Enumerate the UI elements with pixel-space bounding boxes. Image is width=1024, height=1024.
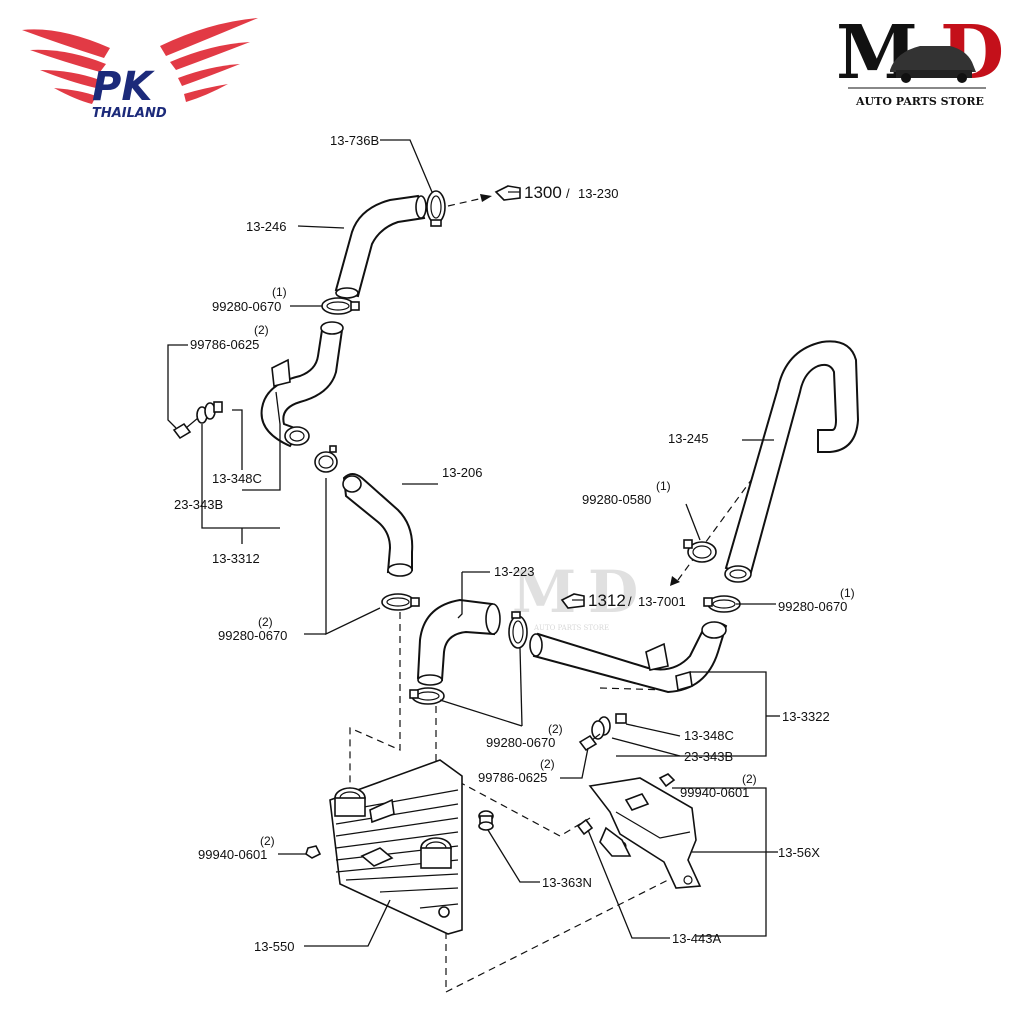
label-13-223: 13-223 [494,564,534,579]
clamp-99280-0670-lower-left [381,593,420,611]
grommet-13-363N [478,810,494,831]
brand-pk-text: PK [92,64,155,110]
md-auto-parts-logo: M D AUTO PARTS STORE [836,10,1004,108]
pk-thailand-logo: PK THAILAND [22,18,258,121]
reference-top-main: 1300 [524,183,562,202]
qty-99786-0625-b: (2) [540,757,555,771]
reference-top-sep: / [566,186,570,201]
md-logo-subtitle: AUTO PARTS STORE [855,95,984,108]
label-13-206: 13-206 [442,465,482,480]
washer-23-343B-left [196,402,216,424]
label-99280-0580: 99280-0580 [582,492,651,507]
reference-middle-main: 1312 [588,591,626,610]
qty-99280-0580: (1) [656,479,671,493]
nut-99940-0601-left [305,845,322,859]
clamp-99280-0670-right [703,595,741,613]
clamp-99280-0670-top [321,297,360,315]
qty-99280-0670-a: (1) [272,285,287,299]
collar-13-348C-right [615,713,627,724]
part-labels: 13-736B 13-246 (1) 99280-0670 (2) 99786-… [174,133,855,954]
clamp-99280-0670-center [508,611,528,649]
label-13-736B: 13-736B [330,133,379,148]
reference-top-sub: 13-230 [578,186,618,201]
reference-middle-sub: 13-7001 [638,594,686,609]
label-23-343B-b: 23-343B [684,749,733,764]
nut-99940-0601-right [658,773,676,788]
qty-99280-0670-d: (2) [548,722,563,736]
clamp-99280-0670-lower [409,687,445,705]
watermark-subtitle: AUTO PARTS STORE [533,624,609,632]
pipe-13-3312 [260,321,344,448]
washer-23-343B-right [591,716,611,740]
qty-99940-0601-b: (2) [260,834,275,848]
clamp-99280-0670-left [314,445,338,473]
hose-13-246 [334,194,427,299]
label-99280-0670-b: 99280-0670 [218,628,287,643]
leader-lines [167,139,780,947]
qty-99940-0601-a: (2) [742,772,757,786]
hose-13-223 [416,598,501,686]
qty-99280-0670-c: (1) [840,586,855,600]
label-23-343B-a: 23-343B [174,497,223,512]
label-99280-0670-a: 99280-0670 [212,299,281,314]
label-99940-0601-a: 99940-0601 [680,785,749,800]
pipe-13-3322 [529,621,728,694]
wings-icon [22,18,258,104]
bolt-99786-0625-left [172,417,199,440]
label-99786-0625-a: 99786-0625 [190,337,259,352]
clamp-99280-0580 [683,539,717,563]
label-13-3322: 13-3322 [782,709,830,724]
bracket-13-56X [588,777,702,889]
watermark-m: M [512,558,576,626]
collar-13-348C-left [213,401,223,413]
label-99786-0625-b: 99786-0625 [478,770,547,785]
qty-99786-0625-a: (2) [254,323,269,337]
hose-13-206 [342,473,414,577]
pointing-hand-icon [560,593,585,609]
intercooler-13-550 [329,759,463,935]
label-13-245: 13-245 [668,431,708,446]
label-13-443A: 13-443A [672,931,721,946]
clamp-13-736B [426,190,446,227]
label-99940-0601-b: 99940-0601 [198,847,267,862]
bolt-13-443A [576,818,594,836]
label-13-550: 13-550 [254,939,294,954]
hose-13-245 [724,340,860,583]
label-13-363N: 13-363N [542,875,592,890]
watermark-d: D [588,558,638,626]
md-watermark: M D AUTO PARTS STORE [512,558,638,632]
label-13-56X: 13-56X [778,845,820,860]
label-13-3312: 13-3312 [212,551,260,566]
car-icon [890,46,976,83]
label-99280-0670-c: 99280-0670 [778,599,847,614]
reference-middle: 1312 / 13-7001 [560,591,686,610]
label-13-246: 13-246 [246,219,286,234]
reference-top: 1300 / 13-230 [494,183,618,202]
brand-thailand-text: THAILAND [92,106,167,121]
pointing-hand-icon [494,185,521,201]
qty-99280-0670-b: (2) [258,615,273,629]
reference-middle-sep: / [628,594,632,609]
label-13-348C-a: 13-348C [212,471,262,486]
label-99280-0670-d: 99280-0670 [486,735,555,750]
bolt-99786-0625-right [578,733,601,752]
label-13-348C-b: 13-348C [684,728,734,743]
